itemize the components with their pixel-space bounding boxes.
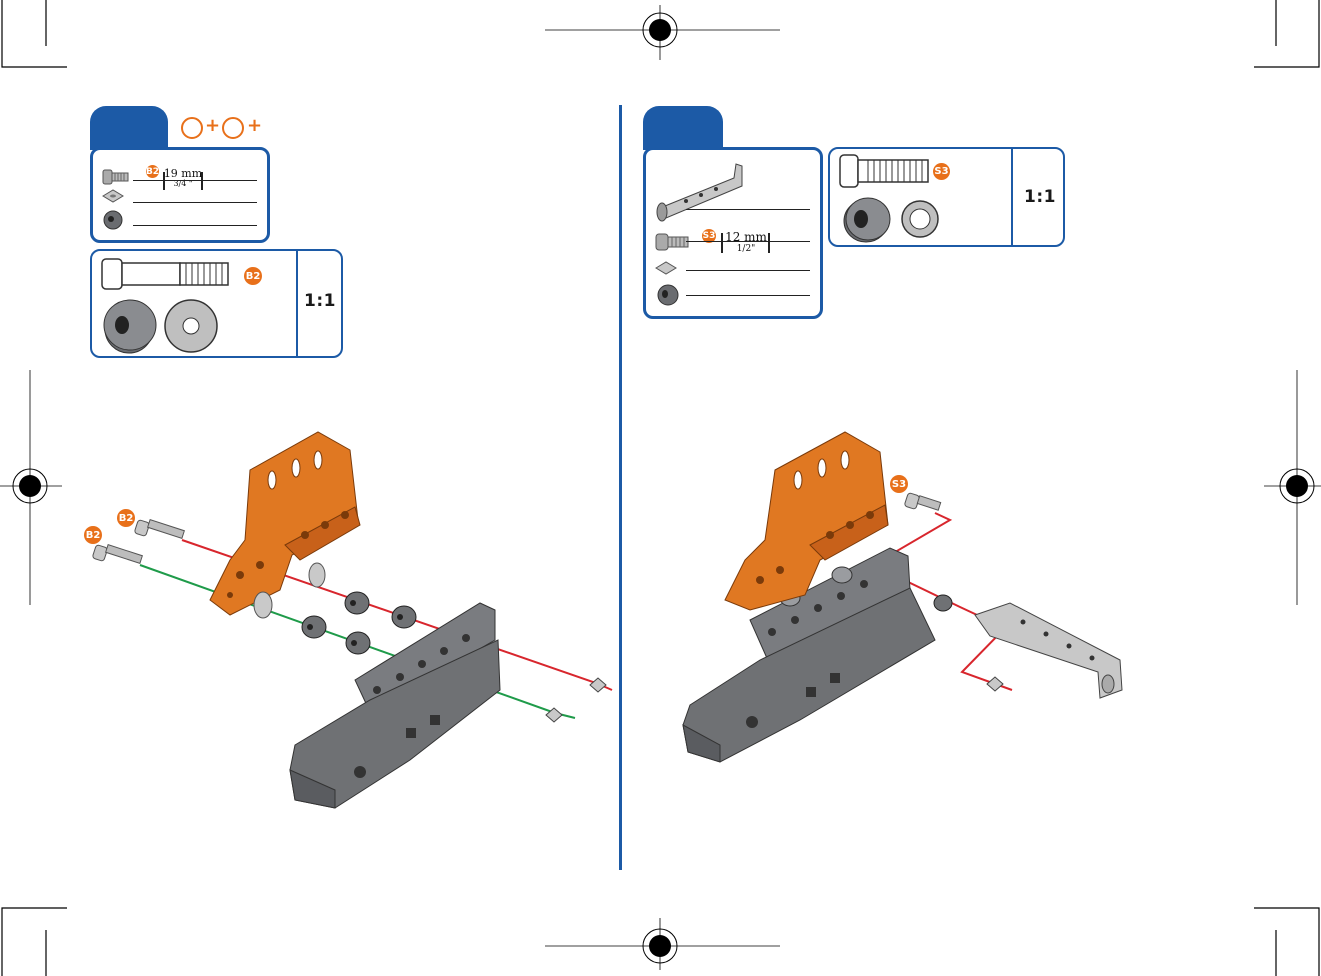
spacer-part <box>934 595 952 611</box>
part-code-badge: S3 <box>890 475 908 493</box>
nut-part <box>987 677 1003 691</box>
bolt-part <box>904 492 941 510</box>
